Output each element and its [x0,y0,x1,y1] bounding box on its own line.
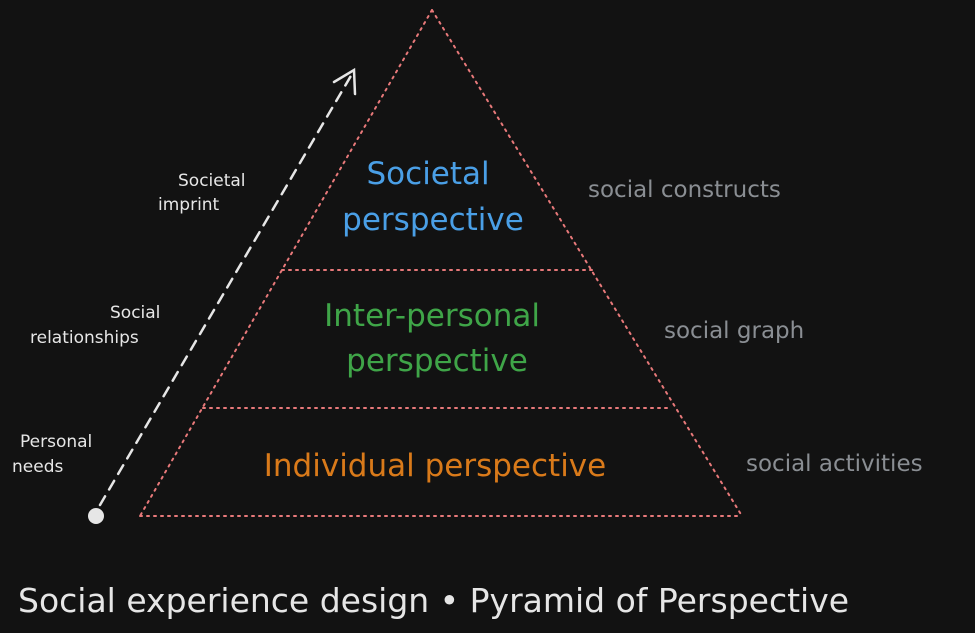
pyramid-right-edge [431,9,743,517]
arrow-label-personal-needs: Personal needs [12,432,98,477]
level-title-individual: Individual perspective [264,448,606,484]
progress-arrow [98,67,357,507]
arrow-label-social-relationships-line-1: Social [110,303,160,323]
arrow-label-social-relationships: Social relationships [30,303,166,348]
arrow-label-societal-imprint: Societal imprint [158,171,251,215]
progress-arrow-shaft [98,72,354,507]
arrow-label-societal-imprint-line-2: imprint [158,195,220,215]
arrow-label-societal-imprint-line-1: Societal [178,171,246,191]
arrow-origin-dot [88,508,104,524]
level-title-societal: Societal perspective [342,156,524,238]
level-title-interpersonal-line-2: perspective [346,343,528,379]
level-title-interpersonal-line-1: Inter-personal [324,298,540,334]
diagram-caption: Social experience design • Pyramid of Pe… [18,581,849,620]
level-title-societal-line-2: perspective [342,202,524,238]
arrow-label-personal-needs-line-1: Personal [20,432,92,452]
arrow-label-personal-needs-line-2: needs [12,457,63,477]
pyramid-outline [139,9,743,517]
level-title-societal-line-1: Societal [367,156,490,192]
level-title-individual-line-1: Individual perspective [264,448,606,484]
side-label-individual: social activities [746,451,923,477]
side-label-societal: social constructs [588,177,781,203]
arrow-label-social-relationships-line-2: relationships [30,328,139,348]
level-title-interpersonal: Inter-personal perspective [324,298,550,379]
progress-arrow-head [332,67,357,96]
side-label-interpersonal: social graph [664,318,804,344]
pyramid-left-edge [139,9,433,517]
